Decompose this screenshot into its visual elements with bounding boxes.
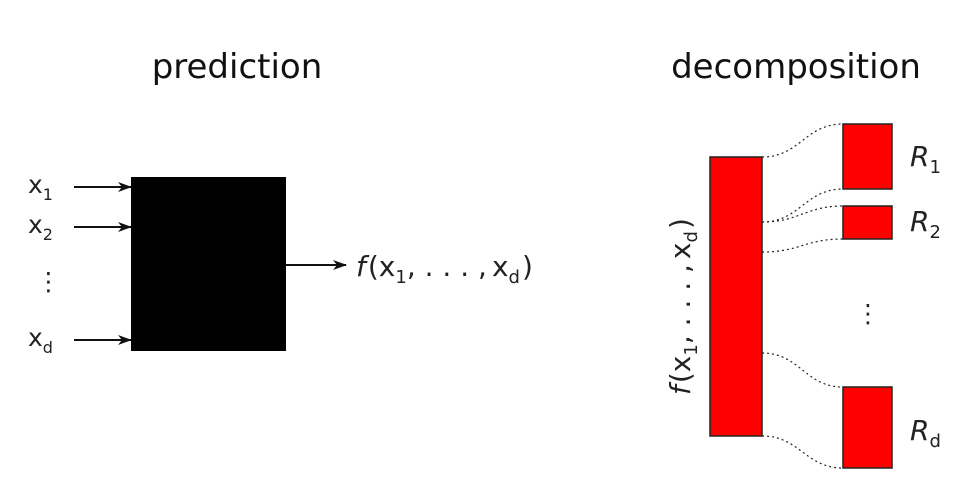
input-x2-label: x2 <box>28 210 53 244</box>
prediction-title: prediction <box>152 47 323 87</box>
output-function-label: f(x1, . . . ,xd) <box>356 250 533 288</box>
relevance-dots: ⋮ <box>856 299 881 328</box>
connector-lines <box>761 123 844 469</box>
input-x1-label: x1 <box>28 170 53 204</box>
prediction-black-box <box>131 177 286 351</box>
bar-function-label: f(x1, . . . ,xd) <box>664 218 702 395</box>
relevance-label-rd: Rd <box>910 414 941 452</box>
function-bar <box>709 156 763 437</box>
decomposition-title: decomposition <box>671 47 921 87</box>
relevance-bar-rd <box>842 386 893 469</box>
input-dots: ⋮ <box>36 267 61 296</box>
connector-rd-top <box>761 352 844 388</box>
connector-rd-bottom <box>761 435 844 469</box>
relevance-bar-r1 <box>842 123 893 190</box>
connector-r2-top <box>761 205 844 223</box>
relevance-bar-r2 <box>842 205 893 240</box>
relevance-label-r2: R2 <box>910 205 941 243</box>
connector-r2-bottom <box>761 238 844 253</box>
connector-r1-bottom <box>761 188 844 223</box>
connector-r1-top <box>761 123 844 158</box>
relevance-label-r1: R1 <box>910 140 941 178</box>
input-xd-label: xd <box>28 323 53 357</box>
